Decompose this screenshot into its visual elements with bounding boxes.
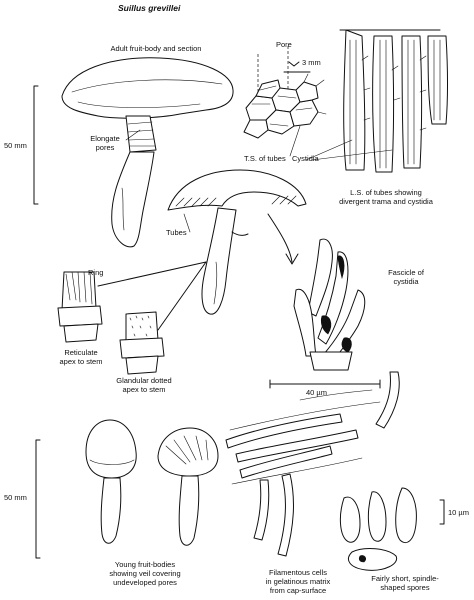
reticulate-apex	[57, 271, 103, 343]
filamentous-cells	[225, 371, 400, 557]
label-tubes: Tubes	[166, 228, 187, 237]
sectioned-fruit-body	[167, 169, 307, 315]
label-glandular: Glandular dotted apex to stem	[116, 376, 172, 394]
label-scale-3mm: 3 mm	[302, 58, 321, 67]
label-spores: Fairly short, spindle- shaped spores	[371, 574, 439, 592]
label-young-fruit-bodies: Young fruit-bodies showing veil covering…	[109, 560, 181, 587]
plate-title: Suillus grevillei	[118, 3, 181, 13]
label-cystidia: Cystidia	[292, 154, 319, 163]
label-scale-40um: 40 µm	[306, 388, 327, 397]
spores	[339, 487, 445, 571]
label-scale-50mm-bottom: 50 mm	[4, 493, 27, 502]
label-fascicle: Fascicle of cystidia	[388, 268, 424, 286]
label-ts-tubes: T.S. of tubes	[244, 154, 286, 163]
label-elongate-pores: Elongate pores	[90, 134, 120, 152]
label-reticulate: Reticulate apex to stem	[59, 348, 103, 366]
tube-longitudinal-section	[339, 29, 448, 173]
label-filamentous-cells: Filamentous cells in gelatinous matrix f…	[265, 568, 331, 595]
label-pore: Pore	[276, 40, 292, 49]
scale-bars	[33, 71, 381, 559]
adult-fruit-body	[61, 57, 234, 248]
leader-lines	[125, 125, 393, 233]
label-adult: Adult fruit-body and section	[110, 44, 202, 53]
young-fruit-bodies	[85, 419, 219, 546]
label-ls-tubes: L.S. of tubes showing divergent trama an…	[339, 188, 433, 206]
tube-cross-section	[243, 46, 327, 139]
fascicle-of-cystidia	[293, 238, 366, 371]
glandular-apex	[97, 261, 207, 375]
label-ring: Ring	[88, 268, 104, 277]
label-scale-50mm-top: 50 mm	[4, 141, 27, 150]
label-scale-10um: 10 µm	[448, 508, 469, 517]
